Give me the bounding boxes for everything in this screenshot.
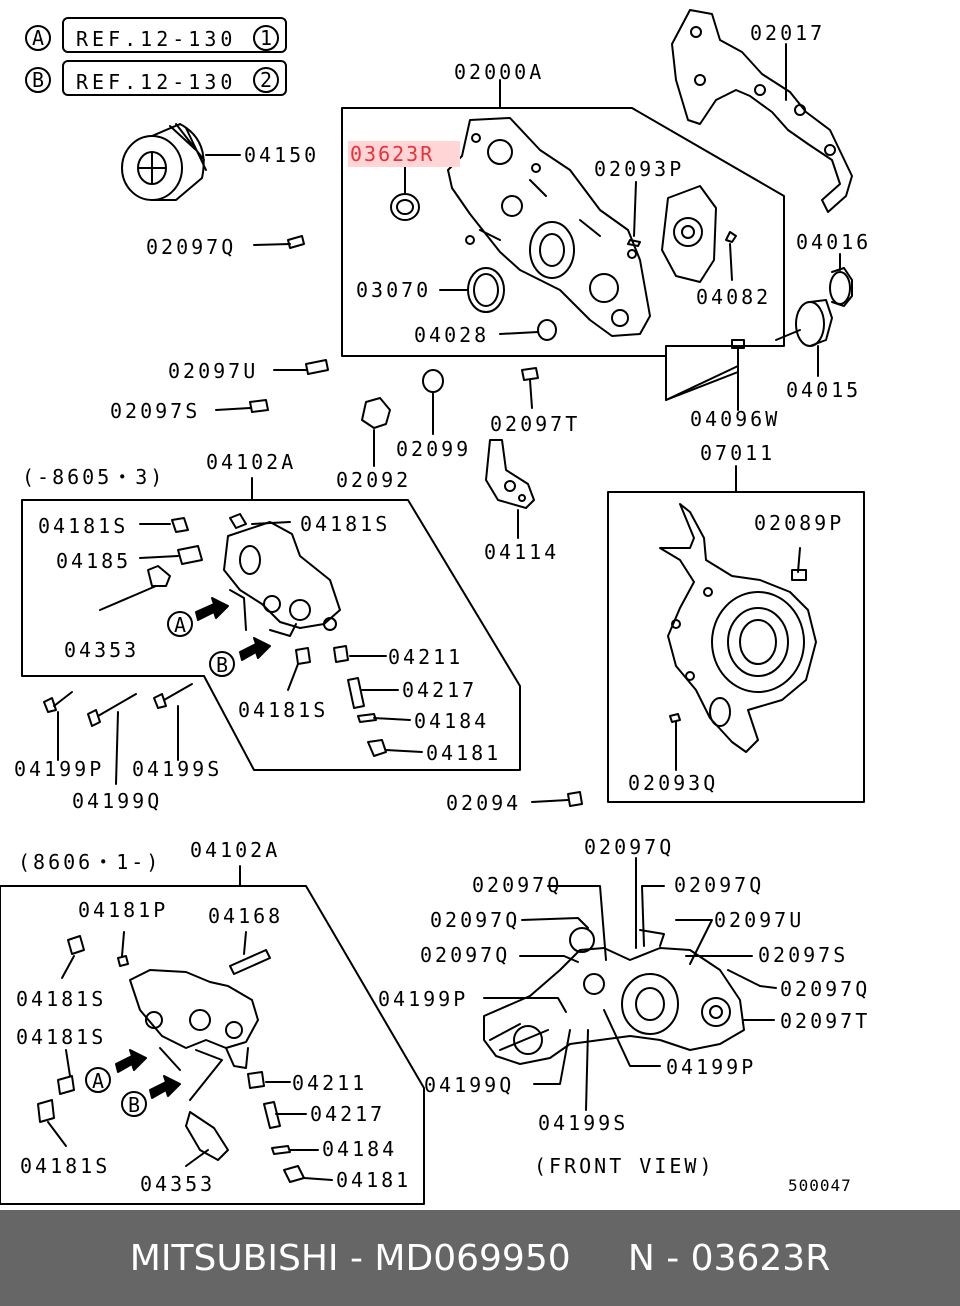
shaft-icon [775,299,833,347]
front-label-04199P-b[interactable]: 04199P [666,1055,756,1079]
front-label-04199Q[interactable]: 04199Q [424,1073,514,1097]
box1-label-04211[interactable]: 04211 [388,645,463,669]
front-label-02097Q-d[interactable]: 02097Q [430,908,520,932]
box2-label-04181S-b[interactable]: 04181S [16,1025,106,1049]
front-label-02097U[interactable]: 02097U [714,908,804,932]
bolt-label-04199P[interactable]: 04199P [14,757,104,781]
label-02097T[interactable]: 02097T [490,412,580,436]
box1-label-04217[interactable]: 04217 [402,678,477,702]
bolt-label-04199S[interactable]: 04199S [132,757,222,781]
box2-range: (8606・1-) [18,850,161,874]
ref-b-text: REF.12-130 [76,70,236,94]
circle-b2-letter: B [128,1093,140,1117]
bolt-label-04199Q[interactable]: 04199Q [72,789,162,813]
box1-label-04353[interactable]: 04353 [64,638,139,662]
box2-label-04168[interactable]: 04168 [208,904,283,928]
footer-ref: N - 03623R [627,1237,831,1279]
label-02017[interactable]: 02017 [750,21,825,45]
box1-label-04185[interactable]: 04185 [56,549,131,573]
gasket-icon [671,9,853,213]
footer-sep: - [338,1237,375,1279]
box1-label-04181S-c[interactable]: 04181S [238,698,328,722]
box1-label-04184[interactable]: 04184 [414,709,489,733]
front-label-02097Q-f[interactable]: 02097Q [780,977,870,1001]
label-02097Q-top[interactable]: 02097Q [146,235,236,259]
ref-b-num: 2 [260,68,272,92]
label-02093P[interactable]: 02093P [594,157,684,181]
box1-range: (-8605・3) [22,465,165,489]
circle-b-letter: B [216,653,228,677]
label-04016[interactable]: 04016 [796,230,871,254]
label-07011[interactable]: 07011 [700,441,775,465]
box2-label-04217[interactable]: 04217 [310,1102,385,1126]
oil-pump-housing-icon [223,521,341,637]
box1-part[interactable]: 04102A [206,450,296,474]
main-assembly-box [341,107,785,357]
parts-diagram: A REF.12-130 1 B REF.12-130 2 [0,9,871,1205]
front-view-icon [483,927,745,1065]
footer-part-number: MD069950 [374,1237,571,1279]
footer-gap [571,1238,628,1279]
highlight-label[interactable]: 03623R [350,142,434,166]
front-case-icon [447,117,651,337]
plate-icon [485,439,535,509]
label-02097S[interactable]: 02097S [110,399,200,423]
label-04028[interactable]: 04028 [414,323,489,347]
box2-label-04181S-c[interactable]: 04181S [20,1154,110,1178]
label-03070[interactable]: 03070 [356,278,431,302]
label-02089P[interactable]: 02089P [754,511,844,535]
box2-label-04181P[interactable]: 04181P [78,898,168,922]
footer-bar: MITSUBISHI - MD069950 N - 03623R [0,1210,960,1306]
box2-label-04181[interactable]: 04181 [336,1168,411,1192]
gear-icon [829,267,853,307]
box2-label-04353[interactable]: 04353 [140,1172,215,1196]
box1-label-04181S-a[interactable]: 04181S [38,514,128,538]
oil-pump-cover-icon [661,185,717,283]
front-label-02097Q-b[interactable]: 02097Q [472,873,562,897]
oil-filter-icon [121,123,207,201]
ref-a-text: REF.12-130 [76,27,236,51]
label-04082[interactable]: 04082 [696,285,771,309]
front-view-title: (FRONT VIEW) [534,1154,715,1178]
box1-label-04181S-b[interactable]: 04181S [300,512,390,536]
circle-a-letter: A [174,613,186,637]
ref-a-letter: A [32,26,44,50]
label-02093Q[interactable]: 02093Q [628,771,718,795]
front-label-02097Q-e[interactable]: 02097Q [420,943,510,967]
oil-pump-housing-late-icon [129,969,259,1069]
oil-pump-box-early [21,499,521,771]
label-04150[interactable]: 04150 [244,143,319,167]
ref-b: B REF.12-130 2 [25,60,287,96]
box2-label-04184[interactable]: 04184 [322,1137,397,1161]
highlight-box [348,141,460,167]
front-label-02097Q-c[interactable]: 02097Q [674,873,764,897]
front-label-04199S[interactable]: 04199S [538,1111,628,1135]
box2-label-04211[interactable]: 04211 [292,1071,367,1095]
front-label-02097T[interactable]: 02097T [780,1009,870,1033]
label-02097U[interactable]: 02097U [168,359,258,383]
box2-label-04181S-a[interactable]: 04181S [16,987,106,1011]
label-02092[interactable]: 02092 [336,468,411,492]
ref-a: A REF.12-130 1 [25,17,287,53]
label-02000A[interactable]: 02000A [454,60,544,84]
label-02094[interactable]: 02094 [446,791,521,815]
label-02099[interactable]: 02099 [396,437,471,461]
front-label-04199P-a[interactable]: 04199P [378,987,468,1011]
label-04096W[interactable]: 04096W [690,407,780,431]
circle-a2-letter: A [92,1069,104,1093]
label-04114[interactable]: 04114 [484,540,559,564]
box1-label-04181[interactable]: 04181 [426,741,501,765]
timing-case-icon [659,503,817,753]
oil-pump-box-late [0,885,425,1205]
box2-part[interactable]: 04102A [190,838,280,862]
label-500047: 500047 [788,1176,852,1195]
footer-brand: MITSUBISHI [129,1237,339,1279]
timing-case-box [607,491,865,803]
ref-b-letter: B [32,68,44,92]
front-label-02097Q-a[interactable]: 02097Q [584,835,674,859]
front-label-02097S[interactable]: 02097S [758,943,848,967]
ref-a-num: 1 [260,26,272,50]
label-04015[interactable]: 04015 [786,378,861,402]
